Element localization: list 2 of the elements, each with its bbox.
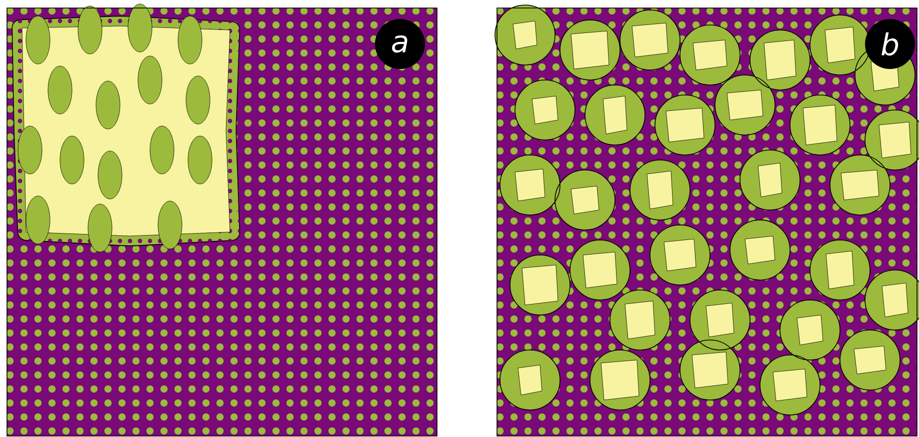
- panel-label: a: [375, 19, 425, 69]
- panel-label: b: [865, 19, 915, 69]
